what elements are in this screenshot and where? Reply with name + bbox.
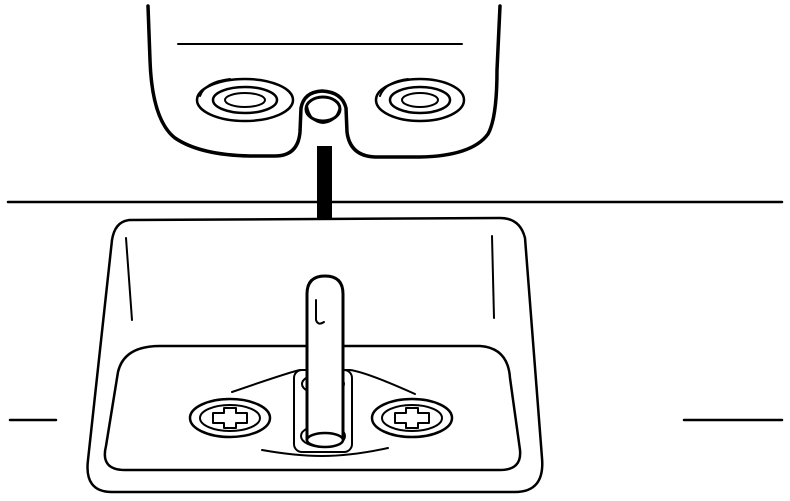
left-oval-recess (195, 77, 295, 123)
upper-housing (146, 4, 502, 159)
phillips-screw-icon (188, 397, 272, 439)
right-oval-recess (374, 77, 466, 123)
phillips-screw-icon (370, 397, 454, 439)
socket-opening (304, 95, 342, 124)
mounting-pin (305, 274, 345, 449)
